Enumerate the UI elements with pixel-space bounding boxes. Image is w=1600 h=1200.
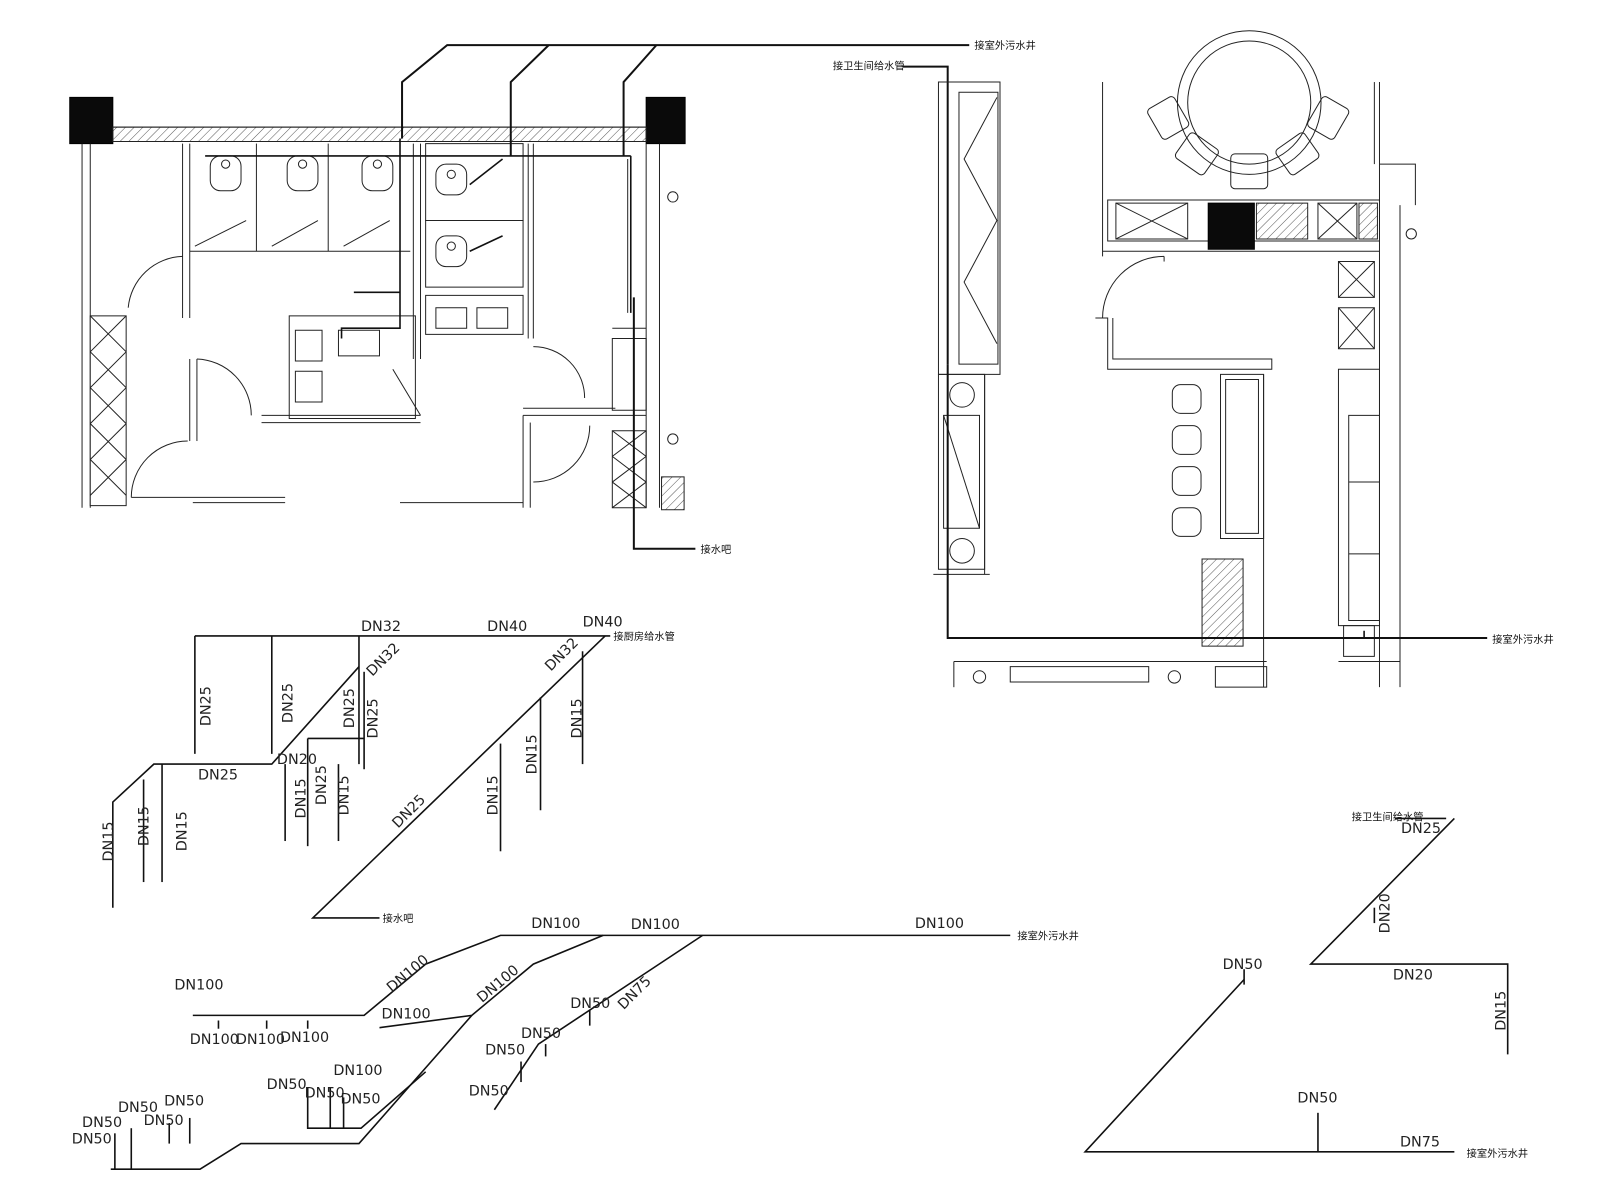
pipe-size-label: DN50 <box>82 1115 122 1131</box>
squat-toilet <box>362 156 393 191</box>
pipe-size-label: DN32 <box>542 635 582 675</box>
pipe-size-label: DN50 <box>164 1094 204 1110</box>
structural-column <box>1208 203 1254 249</box>
pipe-size-label: DN50 <box>485 1042 525 1058</box>
pipe-size-label: DN50 <box>1297 1091 1337 1107</box>
urinal <box>436 236 467 267</box>
label-to-water-bar: 接水吧 <box>383 912 414 925</box>
squat-toilet <box>210 156 241 191</box>
pipe-size-label: DN50 <box>144 1113 184 1129</box>
pipe-size-label: DN25 <box>1401 821 1441 837</box>
label-to-outdoor-sewage-well: 接室外污水井 <box>974 39 1036 52</box>
label-to-outdoor-sewage-well: 接室外污水井 <box>1017 929 1079 942</box>
bar-counter <box>1202 374 1264 687</box>
pipe-size-label: DN15 <box>1494 991 1510 1031</box>
pipe-size-label: DN100 <box>236 1032 285 1048</box>
pipe-size-label: DN100 <box>474 962 522 1006</box>
pipe-size-label: DN100 <box>915 916 964 932</box>
label-to-kitchen-supply: 接厨房给水管 <box>613 630 675 643</box>
round-dining-table <box>1146 31 1350 189</box>
pipe-size-label: DN15 <box>137 806 153 846</box>
pipe-size-label: DN50 <box>570 996 610 1012</box>
pipe-size-label: DN15 <box>524 734 540 774</box>
pipe-size-label: DN100 <box>384 952 432 996</box>
pipe-size-label: DN15 <box>175 811 191 851</box>
pipe-size-label: DN20 <box>1378 893 1394 933</box>
storage-cabinet <box>90 316 126 506</box>
squat-toilet <box>287 156 318 191</box>
pipe-size-label: DN25 <box>314 765 330 805</box>
pipe-size-label: DN75 <box>1400 1135 1440 1151</box>
pipe-size-label: DN25 <box>198 686 214 726</box>
pipe-size-label: DN100 <box>333 1063 382 1079</box>
pipe-size-label: DN50 <box>469 1083 509 1099</box>
label-to-toilet-supply: 接卫生间给水管 <box>833 60 905 73</box>
pipe-size-label: DN25 <box>342 688 358 728</box>
pipe-size-label: DN32 <box>364 640 404 680</box>
bar-floor-plan: 接室外污水井 <box>933 31 1554 687</box>
label-to-outdoor-sewage-well: 接室外污水井 <box>1467 1147 1529 1160</box>
pipe-size-label: DN50 <box>521 1026 561 1042</box>
pipe-size-label: DN100 <box>174 978 223 994</box>
pipe-size-label: DN32 <box>361 619 401 635</box>
pipe-size-label: DN20 <box>1393 967 1433 983</box>
pipe-size-label: DN15 <box>337 775 353 815</box>
bar-stools <box>1172 385 1201 537</box>
pipe-size-label: DN40 <box>487 619 527 635</box>
pipe-size-label: DN50 <box>118 1100 158 1116</box>
label-to-outdoor-sewage-well: 接室外污水井 <box>1492 633 1554 646</box>
pipe-size-label: DN25 <box>280 683 296 723</box>
pipe-size-label: DN50 <box>305 1085 345 1101</box>
structural-column <box>646 97 685 143</box>
pipe-size-label: DN50 <box>1223 957 1263 973</box>
label-to-water-bar: 接水吧 <box>701 543 732 556</box>
wash-counter <box>426 295 523 334</box>
supply-isometric: DN32 DN40 DN40 接厨房给水管 DN32 DN32 DN25 DN2… <box>101 615 675 925</box>
wash-room <box>289 316 415 419</box>
pipe-size-label: DN40 <box>583 615 623 631</box>
pipe-size-label: DN100 <box>382 1006 431 1022</box>
pipe-size-label: DN15 <box>101 822 117 862</box>
structural-column <box>70 97 113 143</box>
pipe-size-label: DN100 <box>531 916 580 932</box>
pipe-size-label: DN20 <box>277 752 317 768</box>
pipe-size-label: DN100 <box>280 1030 329 1046</box>
pipe-size-label: DN50 <box>341 1092 381 1108</box>
pipe-size-label: DN100 <box>631 917 680 933</box>
exterior-wall <box>113 127 646 141</box>
pipe-size-label: DN15 <box>485 775 501 815</box>
pipe-size-label: DN15 <box>570 698 586 738</box>
pipe-size-label: DN25 <box>365 698 381 738</box>
urinal <box>436 164 467 195</box>
pipe-size-label: DN15 <box>294 778 310 818</box>
door-swing <box>1103 256 1165 318</box>
door-swing <box>128 256 182 307</box>
pipe-size-label: DN100 <box>190 1032 239 1048</box>
pipe-size-label: DN50 <box>72 1132 112 1148</box>
pipe-size-label: DN50 <box>267 1077 307 1093</box>
pipe-size-label: DN25 <box>198 767 238 783</box>
bar-isometric: 接卫生间给水管 DN25 DN20 DN20 DN15 DN50 DN50 DN… <box>1085 811 1528 1160</box>
restroom-floor-plan: 接室外污水井 接卫生间给水管 接水吧 <box>70 39 1036 556</box>
label-to-toilet-supply: 接卫生间给水管 <box>1352 811 1424 824</box>
drainage-isometric: DN100 DN100 DN100 接室外污水井 DN100 DN100 DN1… <box>72 916 1079 1169</box>
